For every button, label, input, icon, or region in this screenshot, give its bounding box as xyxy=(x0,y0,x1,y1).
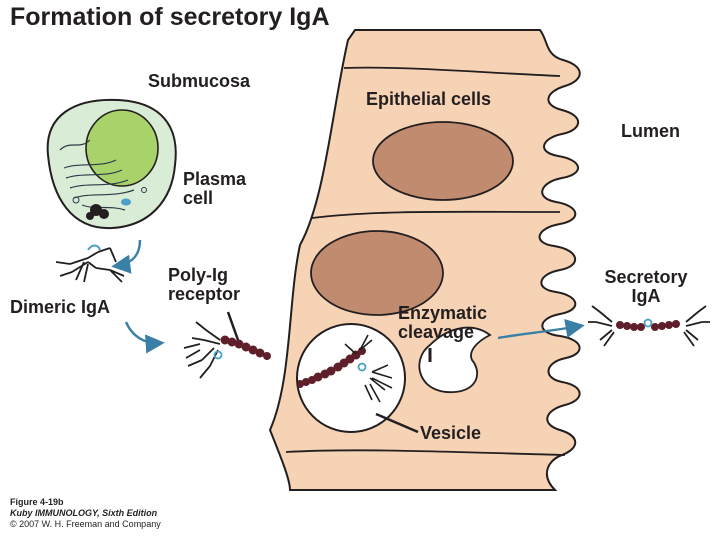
cell-boundary-top xyxy=(343,66,561,77)
dimeric-iga xyxy=(55,247,125,283)
epithelial-nucleus-lower xyxy=(310,230,444,316)
dimeric-iga-label: Dimeric IgA xyxy=(10,297,111,317)
vesicle-leader-line xyxy=(375,412,419,434)
vesicle xyxy=(296,323,406,433)
enzymatic-cleavage-label-line2: cleavage xyxy=(398,321,475,342)
plasma-cell-label: Plasma cell xyxy=(183,170,246,208)
vesicle-label: Vesicle xyxy=(420,423,482,443)
secretory-iga-label-line1: Secretory xyxy=(604,267,688,287)
release-arrow xyxy=(497,318,585,340)
poly-ig-receptor-label: Poly-Ig receptor xyxy=(168,266,240,304)
secretory-iga xyxy=(588,305,710,347)
receptor-bound-iga xyxy=(183,321,221,379)
dimeric-j-chain xyxy=(87,244,101,251)
vesicle-j-chain xyxy=(357,362,367,372)
vesicle-iga-dimer xyxy=(344,334,393,403)
epithelial-nucleus-upper xyxy=(372,121,514,201)
poly-ig-receptor-label-line1: Poly-Ig xyxy=(168,265,229,285)
secretory-iga-label: Secretory IgA xyxy=(590,268,702,306)
poly-ig-receptor xyxy=(220,335,271,360)
cell-boundary-bottom xyxy=(285,449,566,456)
cleavage-pocket xyxy=(418,326,492,393)
receptor-leader-line xyxy=(226,311,240,341)
submucosa-label: Submucosa xyxy=(148,71,251,91)
vesicle-receptor-chain xyxy=(297,347,366,388)
dimer-binding-arrow xyxy=(124,321,165,354)
epithelial-cells-label: Epithelial cells xyxy=(366,89,492,109)
copyright-notice: © 2007 W. H. Freeman and Company xyxy=(10,519,161,529)
lumen-label: Lumen xyxy=(621,121,681,141)
figure-number: Figure 4-19b xyxy=(10,497,64,507)
plasma-secretion-arrow xyxy=(111,239,142,274)
plasma-cell xyxy=(46,98,177,230)
secretory-iga-label-line2: IgA xyxy=(631,285,661,306)
diagram-title: Formation of secretory IgA xyxy=(10,3,330,31)
plasma-cell-label-line2: cell xyxy=(183,187,214,208)
book-title: Kuby IMMUNOLOGY, Sixth Edition xyxy=(10,508,158,518)
poly-ig-receptor-label-line2: receptor xyxy=(168,283,241,304)
enzymatic-cleavage-label: Enzymatic cleavage xyxy=(398,304,487,342)
enzymatic-cleavage-label-line1: Enzymatic xyxy=(398,303,488,323)
receptor-j-chain xyxy=(213,350,223,360)
cell-boundary-middle xyxy=(311,210,561,219)
plasma-cell-label-line1: Plasma xyxy=(183,169,247,189)
